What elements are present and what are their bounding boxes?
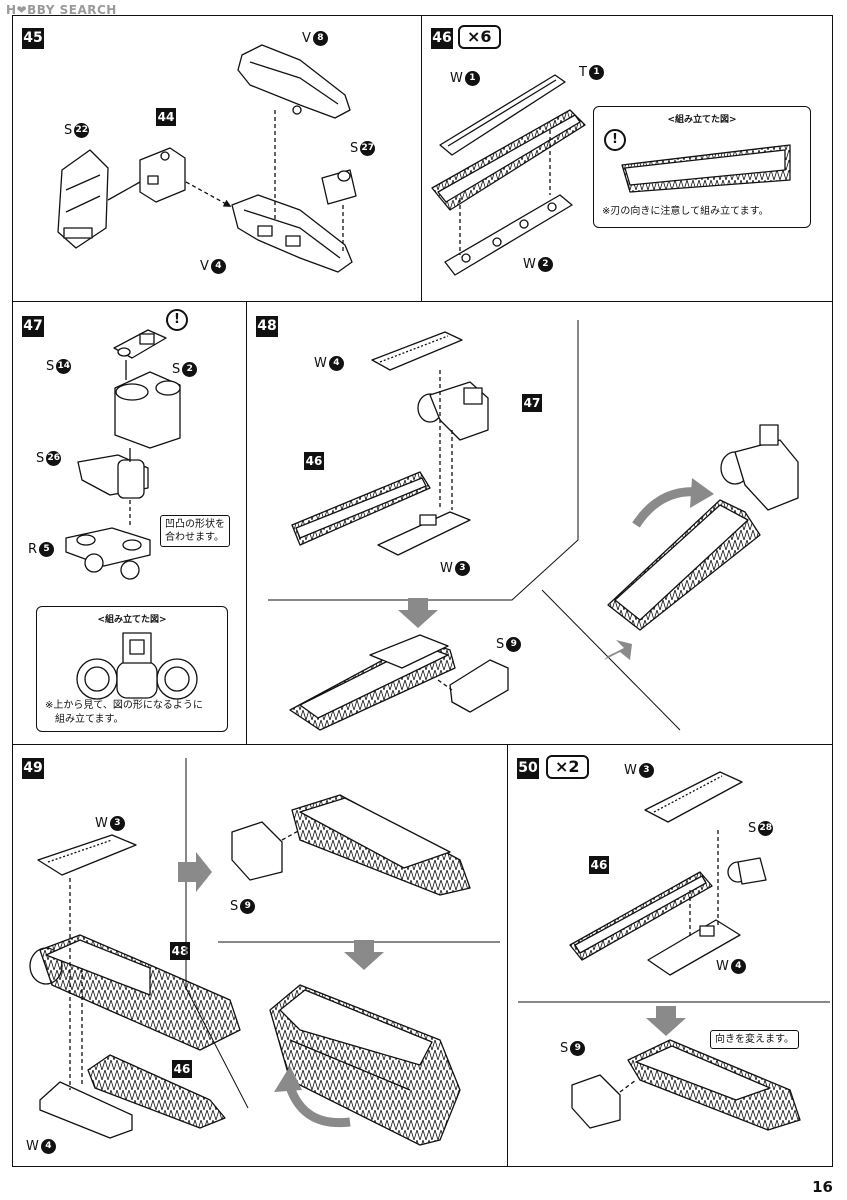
quantity-multiplier: ×2 — [546, 755, 589, 779]
part-47-assembly-illustration — [417, 381, 489, 441]
flow-arrow-down — [398, 598, 438, 628]
part-t1-blade-illustration — [431, 109, 586, 211]
step-reference-46: 46 — [589, 856, 609, 874]
flow-arrow-right — [178, 852, 212, 892]
blade-assembly-view-illustration — [291, 794, 471, 896]
note-text-line-1: ※上から見て、図の形になるように — [45, 700, 203, 711]
part-s27-illustration — [321, 169, 357, 205]
flow-arrow-diagonal — [604, 640, 632, 660]
step-number: 46 — [431, 28, 453, 49]
part-s28-illustration — [727, 857, 767, 885]
part-s9-illustration — [449, 659, 509, 713]
part-46-blade-illustration — [569, 871, 713, 961]
step-reference-47: 47 — [522, 394, 542, 412]
step-reference-46: 46 — [172, 1060, 192, 1078]
part-s9-illustration — [231, 821, 283, 881]
step-reference-44: 44 — [156, 108, 176, 126]
part-44-illustration — [139, 147, 186, 203]
page-number: 16 — [812, 1178, 833, 1196]
part-v8-illustration — [237, 44, 351, 119]
step-number: 48 — [256, 316, 278, 337]
part-r5-illustration — [65, 527, 151, 580]
note-text: ※刃の向きに注意して組み立てます。 — [602, 206, 769, 217]
step-number: 45 — [22, 28, 44, 49]
watermark: H❤BBY SEARCH — [6, 3, 117, 17]
rotated-view-illustration — [607, 424, 799, 631]
step-number: 49 — [22, 758, 44, 779]
part-46-blade-illustration — [87, 1054, 226, 1129]
part-s2-illustration — [114, 371, 181, 449]
alignment-callout: 凹凸の形状を 合わせます。 — [160, 515, 230, 547]
part-w2-illustration — [444, 194, 573, 276]
part-w4-illustration — [39, 1081, 133, 1139]
note-title: <組み立てた図> — [97, 615, 167, 625]
note-text-line-2: 組み立てます。 — [55, 714, 124, 725]
part-s14-illustration — [113, 329, 167, 359]
step-reference-46: 46 — [304, 452, 324, 470]
assembled-view-note: <組み立てた図> ※上から見て、図の形になるように 組み立てます。 — [36, 606, 228, 732]
assembled-view-illustration — [269, 984, 461, 1146]
step-number: 47 — [22, 316, 44, 337]
part-w3-illustration — [644, 771, 743, 823]
part-s9-illustration — [571, 1074, 621, 1129]
part-s26-illustration — [77, 454, 149, 499]
step-reference-48: 48 — [170, 942, 190, 960]
part-w4-illustration — [371, 331, 463, 371]
part-s22-illustration — [57, 149, 109, 249]
part-48-assembly-illustration — [29, 934, 241, 1051]
rotate-arrow-head — [690, 478, 714, 508]
rotated-assembly-illustration — [627, 1039, 801, 1131]
note-title: <組み立てた図> — [667, 115, 737, 125]
part-48-assembly-illustration — [289, 634, 456, 731]
flow-arrow-down — [344, 940, 384, 970]
rotate-arrow-icon — [632, 487, 701, 528]
rotate-arrow-head — [274, 1066, 302, 1092]
part-w4-illustration — [647, 919, 741, 976]
part-v4-illustration — [231, 194, 353, 273]
part-w3-illustration — [37, 834, 137, 876]
step-number: 50 — [517, 758, 539, 779]
orientation-callout: 向きを変えます。 — [710, 1030, 799, 1049]
flow-arrow-down — [646, 1006, 686, 1036]
quantity-multiplier: ×6 — [458, 25, 501, 49]
part-46-blade-illustration — [291, 471, 431, 546]
caution-icon: ! — [604, 129, 626, 151]
part-w3-illustration — [377, 511, 471, 556]
part-w1-illustration — [439, 74, 566, 156]
caution-icon: ! — [166, 309, 188, 331]
